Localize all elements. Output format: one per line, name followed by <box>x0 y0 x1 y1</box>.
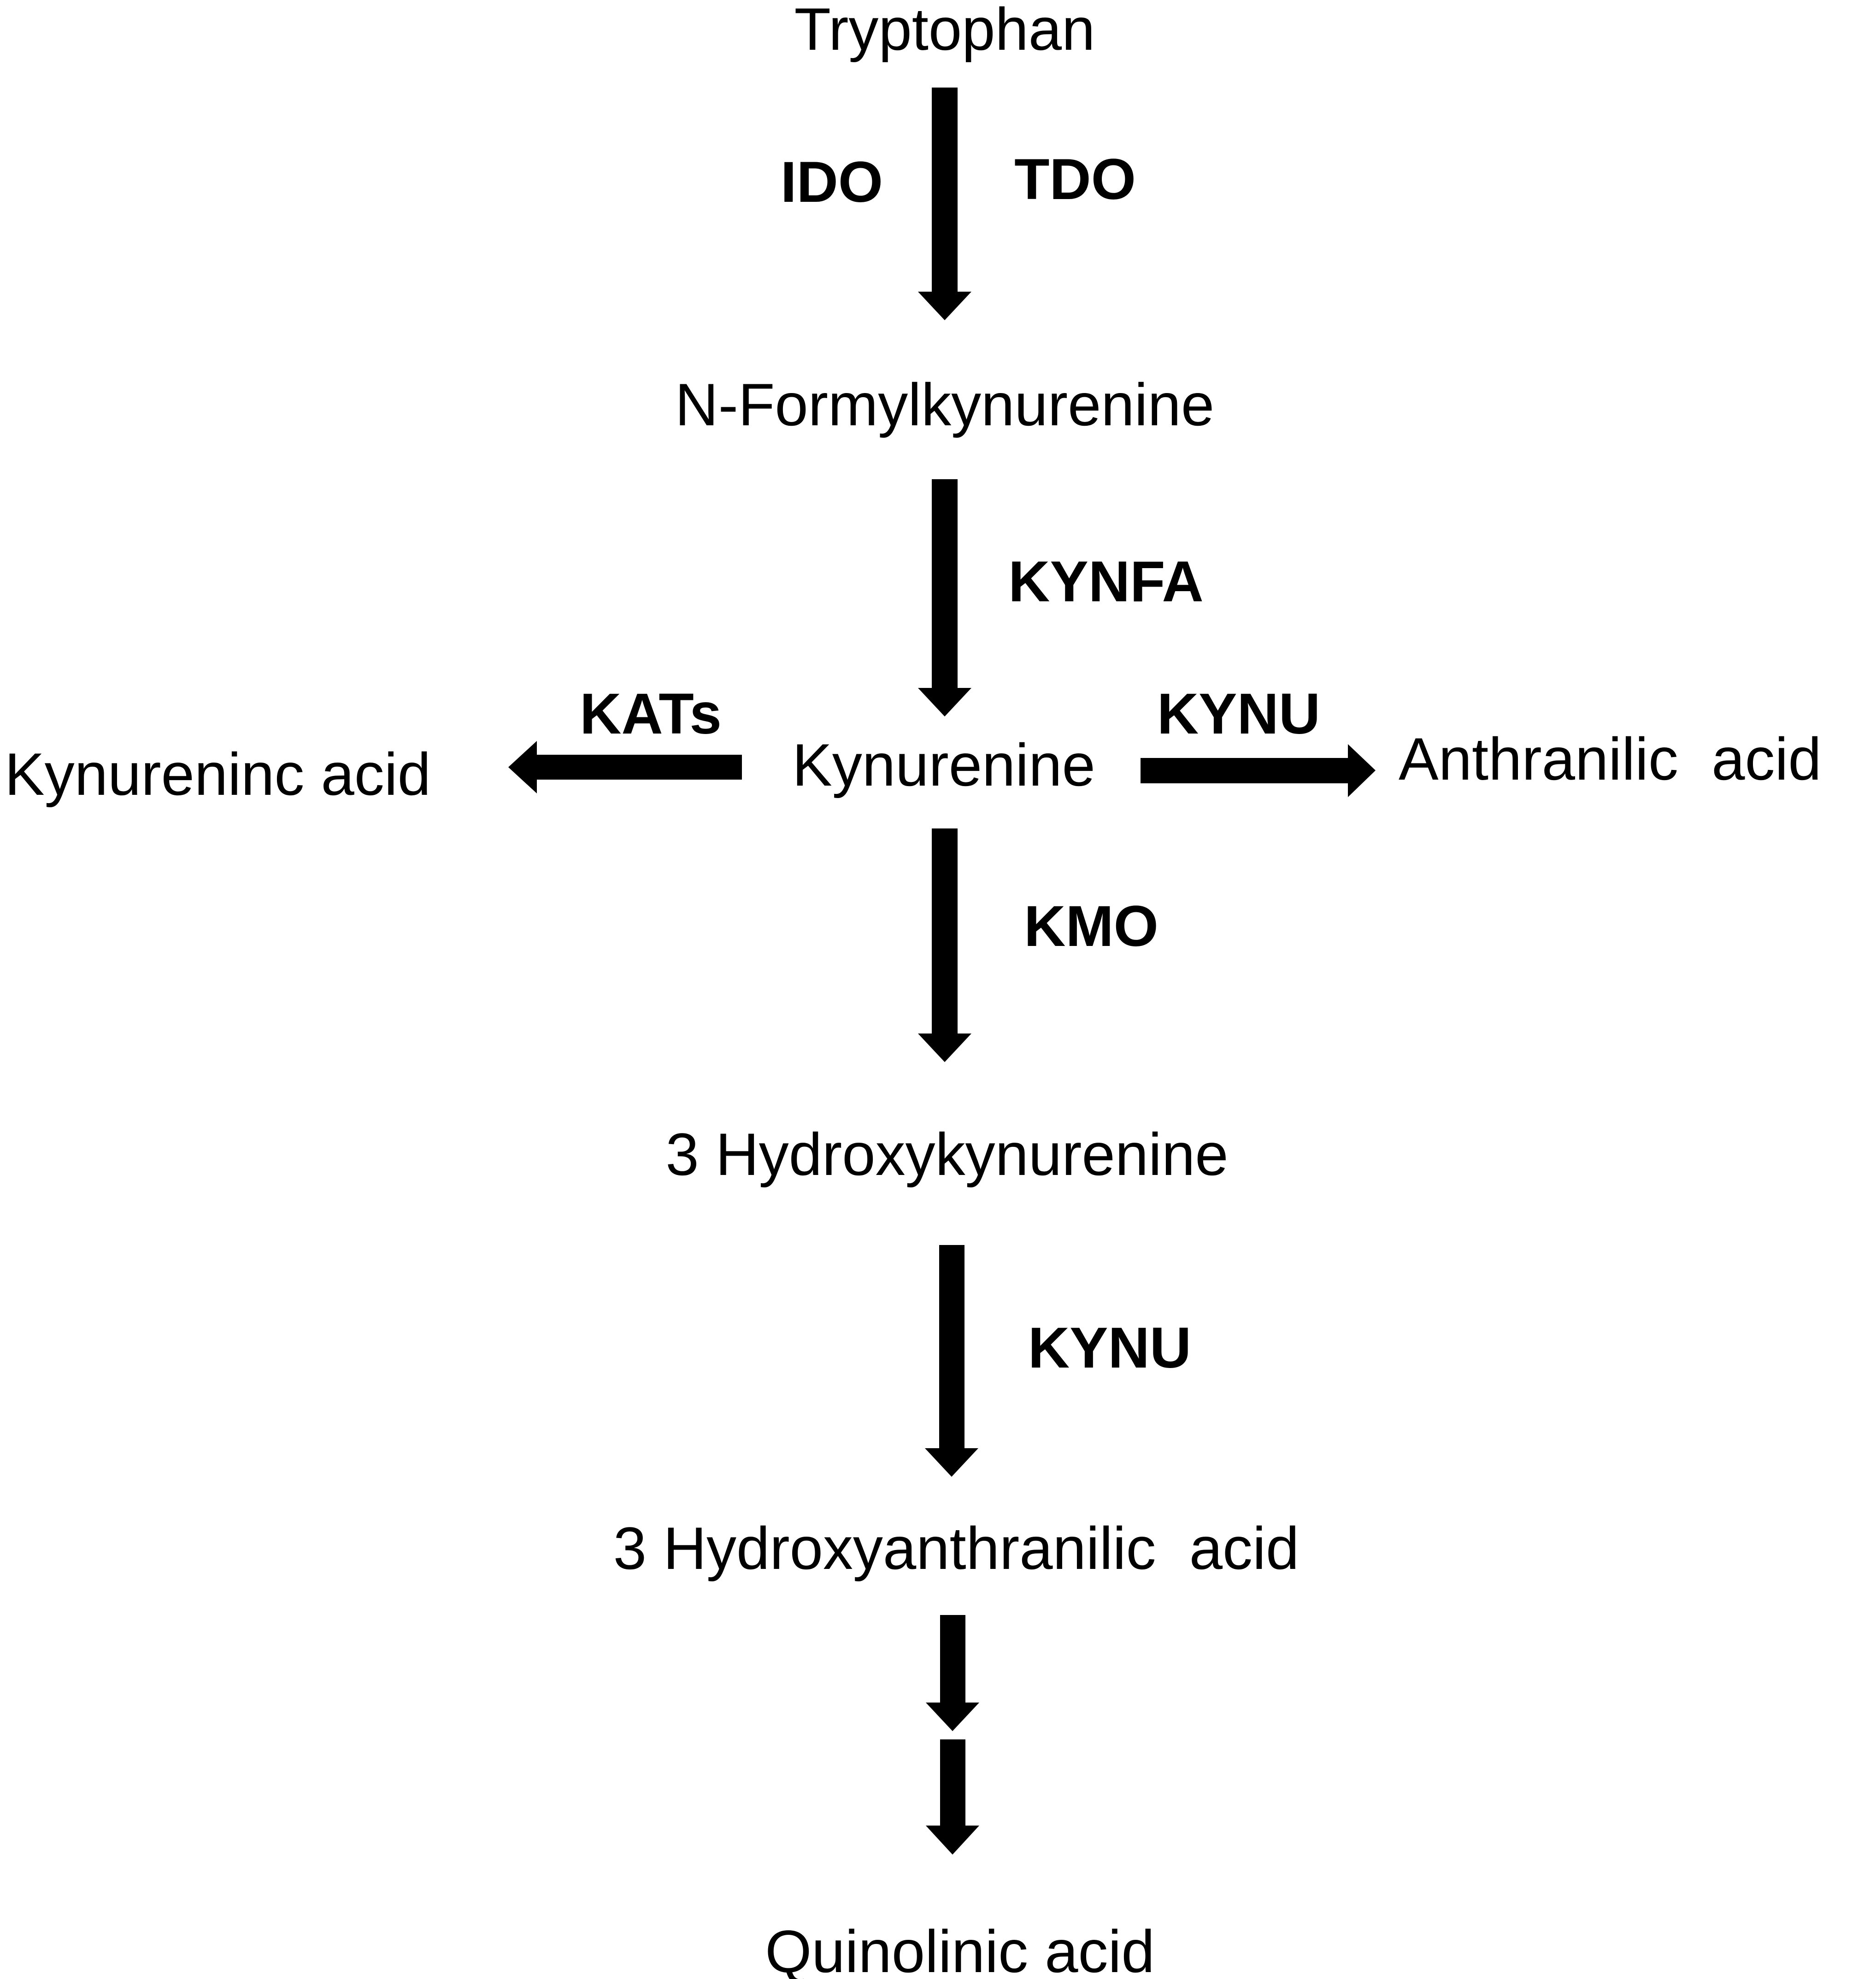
enzyme-tdo: TDO <box>1014 147 1136 211</box>
arrow-down-step-1 <box>926 1615 979 1731</box>
arrow-down-n-formylkynurenine <box>918 479 971 716</box>
compound-kynurenic-acid: Kynureninc acid <box>5 740 431 808</box>
compound-n-formylkynurenine: N-Formylkynurenine <box>675 371 1214 438</box>
arrow-down-kmo <box>918 828 971 1062</box>
arrow-down-step-2 <box>926 1739 979 1855</box>
compound-quinolinic-acid: Quinolinic acid <box>765 1918 1154 1979</box>
compound-kynurenine: Kynurenine <box>792 731 1095 799</box>
compound-3-hydroxykynurenine: 3 Hydroxykynurenine <box>665 1121 1228 1188</box>
arrow-left-kats <box>508 741 742 793</box>
enzyme-kynfa: KYNFA <box>1008 550 1204 614</box>
compound-3-hydroxyanthranilic-acid: 3 Hydroxyanthranilic acid <box>613 1515 1299 1582</box>
compound-anthranilic-acid: Anthranilic acid <box>1399 725 1822 793</box>
compound-tryptophan: Tryptophan <box>794 0 1095 63</box>
enzyme-kynu-hydroxy: KYNU <box>1028 1316 1191 1380</box>
arrow-down-kynu-hydroxy <box>925 1245 978 1477</box>
enzyme-kmo: KMO <box>1024 894 1159 958</box>
enzyme-ido: IDO <box>781 150 883 214</box>
arrow-right-kynu <box>1141 744 1376 797</box>
arrow-down-tryptophan <box>918 88 971 320</box>
enzyme-kynu-anthranilic: KYNU <box>1157 682 1320 746</box>
enzyme-kats: KATs <box>580 682 722 746</box>
